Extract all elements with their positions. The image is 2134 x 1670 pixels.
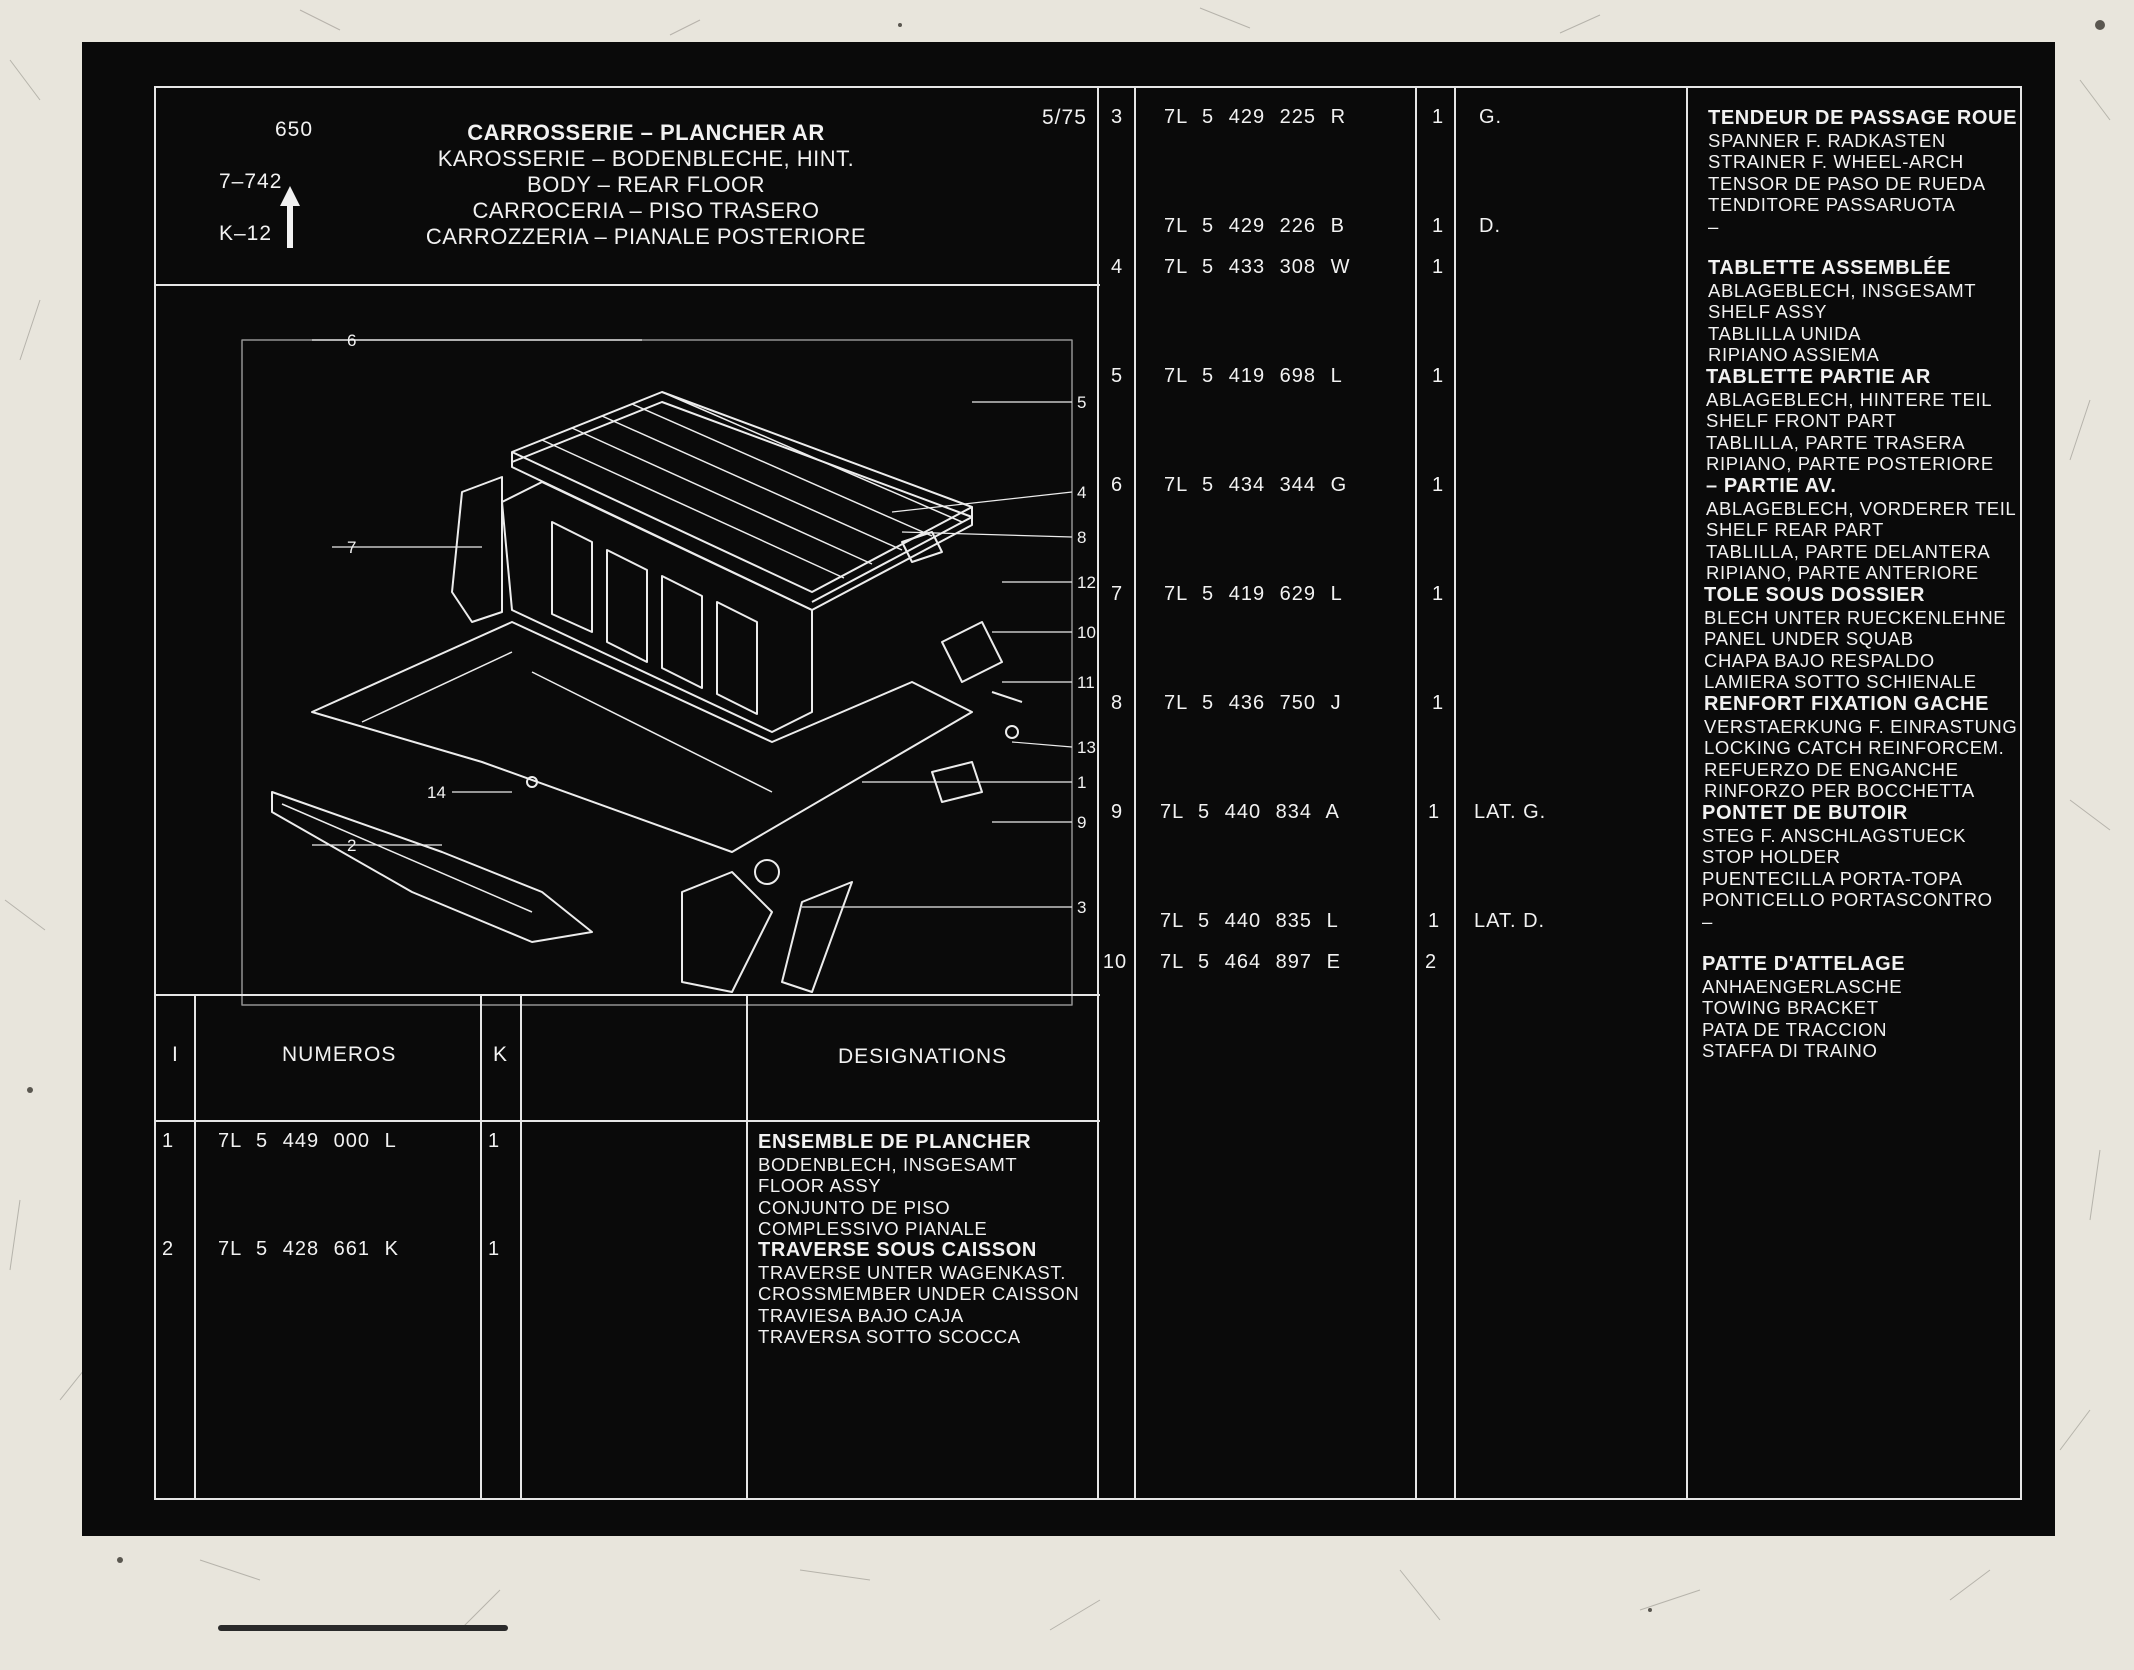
right-row-3-number: 7L 5 429 225 R	[1164, 106, 1347, 128]
right-row-9-index: 9	[1110, 801, 1124, 823]
right-row-6-qty: 1	[1432, 474, 1445, 496]
col-line-3	[520, 994, 522, 1498]
row-1-number: 7L 5 449 000 L	[218, 1130, 397, 1152]
callout-1: 1	[1077, 773, 1086, 792]
right-row-8-index: 8	[1110, 692, 1124, 714]
ref-top: 7–742	[219, 170, 283, 193]
row-2-index: 2	[162, 1238, 175, 1260]
row-1-index: 1	[162, 1130, 175, 1152]
callout-13: 13	[1077, 738, 1096, 757]
callout-10: 10	[1077, 623, 1096, 642]
callout-5: 5	[1077, 393, 1086, 412]
row-2-number: 7L 5 428 661 K	[218, 1238, 399, 1260]
callout-14: 14	[427, 783, 446, 802]
col-line-2	[480, 994, 482, 1498]
col-header-index: I	[172, 1043, 179, 1066]
header-divider	[156, 1120, 1100, 1122]
right-row-8-number: 7L 5 436 750 J	[1164, 692, 1342, 714]
date-code: 5/75	[1042, 106, 1087, 129]
designation-5: TABLETTE PARTIE AR ABLAGEBLECH, HINTERE …	[1706, 366, 1994, 474]
callout-11: 11	[1077, 673, 1095, 692]
col-line-5	[1134, 88, 1136, 1498]
callout-3: 3	[1077, 898, 1086, 917]
callout-2: 2	[347, 836, 356, 855]
right-row-3b-number: 7L 5 429 226 B	[1164, 215, 1345, 237]
designation-10: PATTE D'ATTELAGE ANHAENGERLASCHE TOWING …	[1702, 953, 1906, 1061]
right-row-9b-number: 7L 5 440 835 L	[1160, 910, 1339, 932]
title-it: CARROZZERIA – PIANALE POSTERIORE	[425, 224, 867, 249]
right-row-9-number: 7L 5 440 834 A	[1160, 801, 1340, 823]
callout-9: 9	[1077, 813, 1086, 832]
right-row-3-qty: 1	[1432, 106, 1445, 128]
page-number: 650	[275, 118, 314, 141]
exploded-parts-diagram: 6 5 4 8 7 12 10 11 13 1 14 9 2 3	[241, 331, 1096, 1006]
title-fr: CARROSSERIE – PLANCHER AR	[467, 120, 825, 145]
title-divider	[156, 284, 1100, 286]
designation-9: PONTET DE BUTOIR STEG F. ANSCHLAGSTUECK …	[1702, 802, 1993, 932]
designation-3: TENDEUR DE PASSAGE ROUE SPANNER F. RADKA…	[1708, 107, 2018, 237]
title-de: KAROSSERIE – BODENBLECHE, HINT.	[437, 146, 855, 171]
right-row-3b-qty: 1	[1432, 215, 1445, 237]
callout-8: 8	[1077, 528, 1086, 547]
designation-7: TOLE SOUS DOSSIER BLECH UNTER RUECKENLEH…	[1704, 584, 2007, 692]
row-2-qty: 1	[488, 1238, 501, 1260]
callout-12: 12	[1077, 573, 1096, 592]
col-line-6	[1415, 88, 1417, 1498]
right-row-10-number: 7L 5 464 897 E	[1160, 951, 1341, 973]
scale-bar	[218, 1625, 508, 1631]
arrow-up-icon	[280, 186, 300, 248]
right-row-3b-side: D.	[1479, 215, 1501, 237]
right-row-9-qty: 1	[1428, 801, 1441, 823]
right-row-5-index: 5	[1110, 365, 1124, 387]
right-row-7-index: 7	[1110, 583, 1124, 605]
right-row-7-number: 7L 5 419 629 L	[1164, 583, 1343, 605]
right-row-6-number: 7L 5 434 344 G	[1164, 474, 1348, 496]
row-1-designation: ENSEMBLE DE PLANCHER BODENBLECH, INSGESA…	[758, 1131, 1032, 1239]
right-row-7-qty: 1	[1432, 583, 1445, 605]
callout-6: 6	[347, 331, 356, 350]
right-row-10-index: 10	[1102, 951, 1128, 973]
callout-7: 7	[347, 538, 356, 557]
row-2-designation: TRAVERSE SOUS CAISSON TRAVERSE UNTER WAG…	[758, 1239, 1080, 1347]
title-en: BODY – REAR FLOOR	[527, 172, 765, 197]
right-row-4-qty: 1	[1432, 256, 1445, 278]
right-row-9b-side: LAT. D.	[1474, 910, 1546, 932]
col-line-4	[746, 994, 748, 1498]
right-row-4-index: 4	[1110, 256, 1124, 278]
right-row-5-qty: 1	[1432, 365, 1445, 387]
microfiche-sheet: 650 7–742 K–12 5/75 CARROSSERIE – PLANCH…	[82, 42, 2055, 1536]
right-row-10-qty: 2	[1425, 951, 1438, 973]
designation-8: RENFORT FIXATION GACHE VERSTAERKUNG F. E…	[1704, 693, 2018, 801]
right-row-5-number: 7L 5 419 698 L	[1164, 365, 1343, 387]
right-row-9-side: LAT. G.	[1474, 801, 1547, 823]
designation-4: TABLETTE ASSEMBLÉE ABLAGEBLECH, INSGESAM…	[1708, 257, 1977, 365]
title-es: CARROCERIA – PISO TRASERO	[472, 198, 820, 223]
right-row-3-side: G.	[1479, 106, 1503, 128]
right-row-8-qty: 1	[1432, 692, 1445, 714]
col-header-designations: DESIGNATIONS	[838, 1045, 1008, 1068]
row-1-qty: 1	[488, 1130, 501, 1152]
right-row-4-number: 7L 5 433 308 W	[1164, 256, 1351, 278]
col-line-8	[1686, 88, 1688, 1498]
col-header-k: K	[493, 1043, 509, 1066]
diagram-divider	[156, 994, 1100, 996]
right-row-9b-qty: 1	[1428, 910, 1441, 932]
right-row-3-index: 3	[1110, 106, 1124, 128]
designation-6: – PARTIE AV. ABLAGEBLECH, VORDERER TEIL …	[1706, 475, 2017, 583]
center-divider	[1097, 88, 1099, 1498]
col-line-7	[1454, 88, 1456, 1498]
col-line-1	[194, 994, 196, 1498]
callout-4: 4	[1077, 483, 1086, 502]
page-frame	[154, 86, 2022, 1500]
ref-bottom: K–12	[219, 222, 273, 245]
right-row-6-index: 6	[1110, 474, 1124, 496]
col-header-numeros: NUMEROS	[282, 1043, 397, 1066]
